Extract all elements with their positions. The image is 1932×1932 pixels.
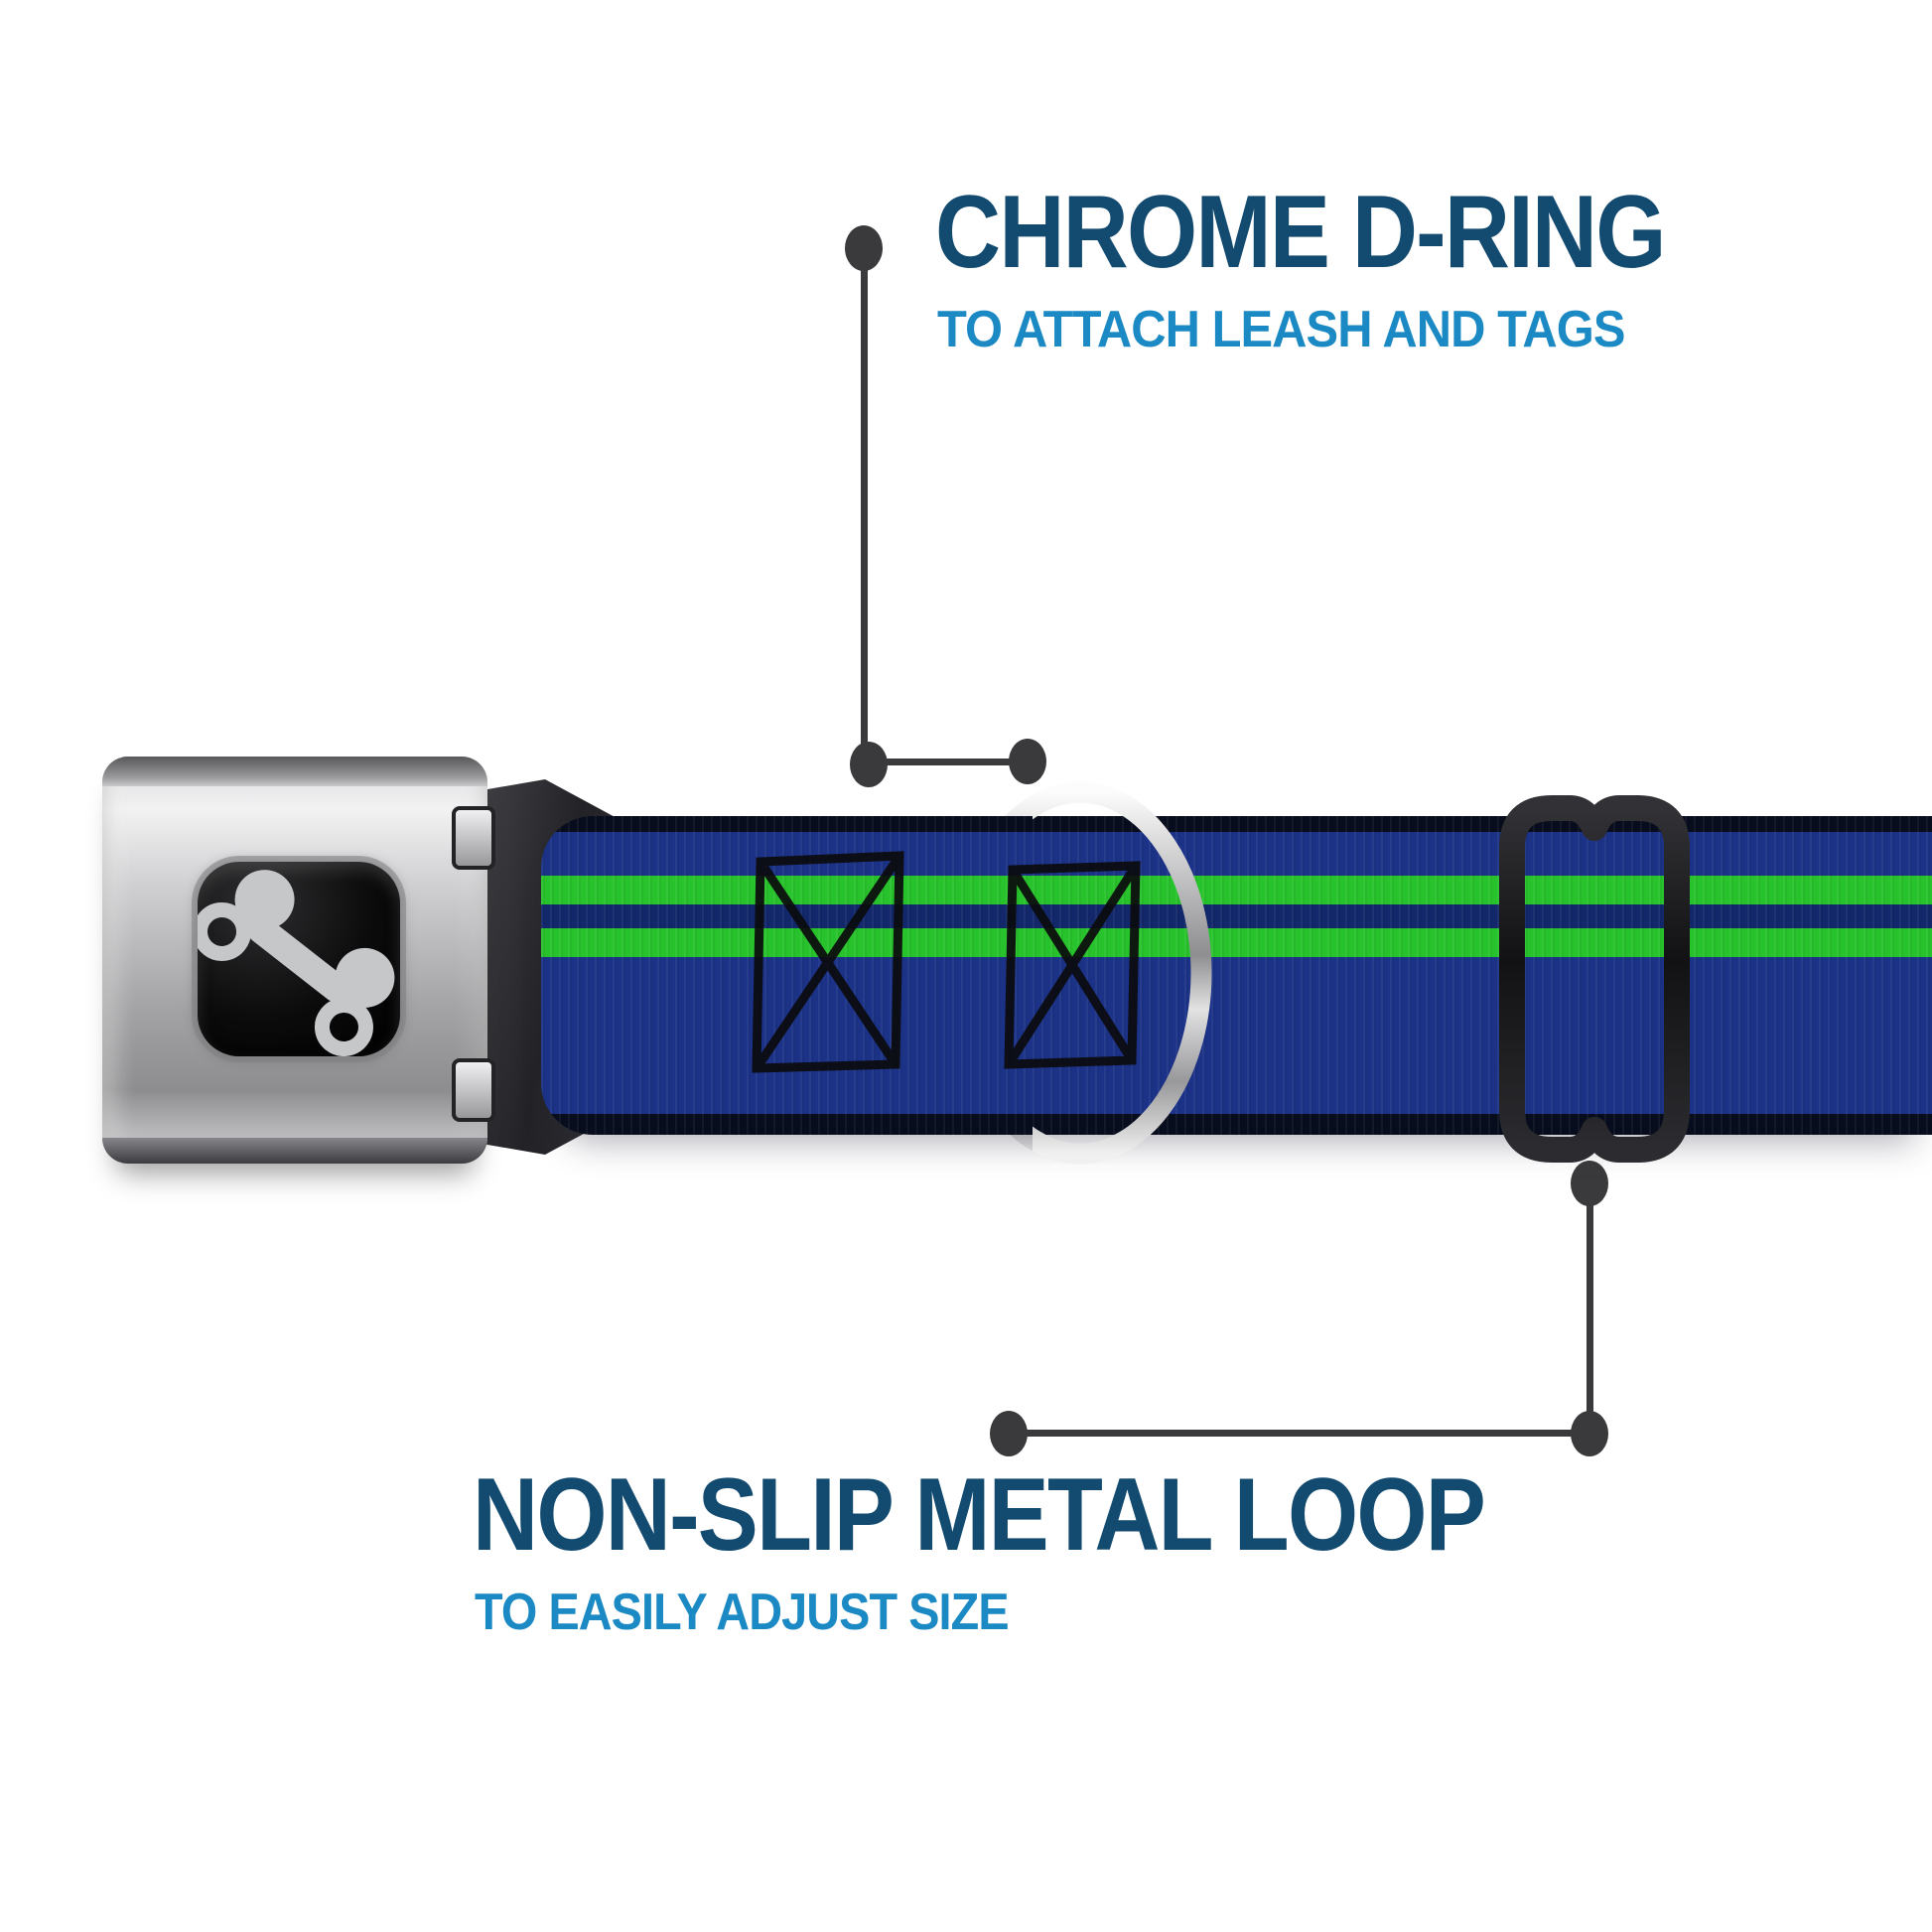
buckle-clip-icon — [452, 1058, 495, 1122]
callout-line — [861, 250, 868, 764]
dog-bone-icon — [198, 870, 395, 1056]
buckle-logo-window — [198, 862, 400, 1056]
callout-dot — [1009, 739, 1046, 784]
callout-line — [869, 759, 1028, 765]
chrome-d-ring-subtitle: TO ATTACH LEASH AND TAGS — [937, 301, 1625, 358]
stitch-marks — [752, 851, 1141, 1073]
buckle-clip-icon — [452, 806, 495, 870]
metal-loop-title: NON-SLIP METAL LOOP — [473, 1457, 1486, 1573]
seatbelt-buckle — [102, 757, 495, 1164]
callout-line — [1587, 1186, 1593, 1437]
callout-dot — [990, 1411, 1028, 1456]
chrome-d-ring — [1033, 781, 1212, 1165]
d-ring-front — [1033, 781, 1212, 1165]
box-x-stitch — [1004, 861, 1141, 1069]
chrome-d-ring-title: CHROME D-RING — [935, 175, 1666, 290]
callout-line — [1009, 1430, 1589, 1437]
box-x-stitch — [752, 851, 904, 1073]
metal-loop-subtitle: TO EASILY ADJUST SIZE — [475, 1584, 1010, 1641]
metal-loop-outline — [1499, 795, 1690, 1163]
tri-glide-slider — [1499, 795, 1690, 1163]
collar-webbing-strap — [541, 816, 1932, 1135]
